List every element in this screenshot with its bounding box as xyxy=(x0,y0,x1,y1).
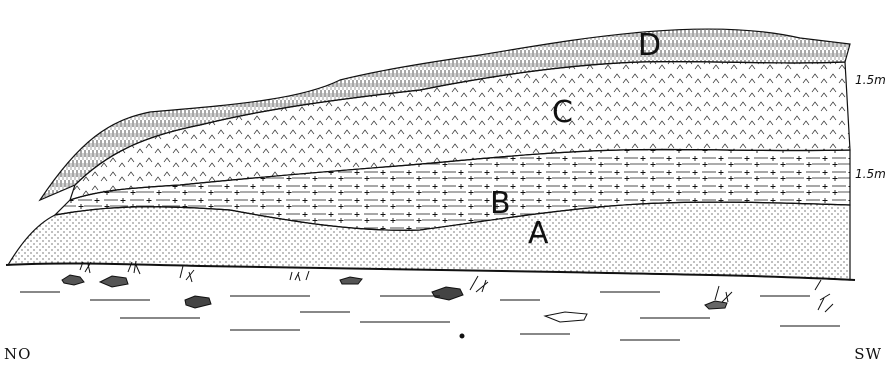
thickness-mark-c: 1.5m xyxy=(855,73,886,87)
thickness-mark-b: 1.5m xyxy=(855,167,886,181)
layer-c-label: C xyxy=(552,95,573,130)
layer-d-label: D xyxy=(638,28,661,63)
orientation-right-label: SW xyxy=(854,345,882,363)
layer-a-label: A xyxy=(528,216,549,251)
orientation-left-label: NO xyxy=(4,345,31,363)
layer-b-label: B xyxy=(490,186,511,221)
